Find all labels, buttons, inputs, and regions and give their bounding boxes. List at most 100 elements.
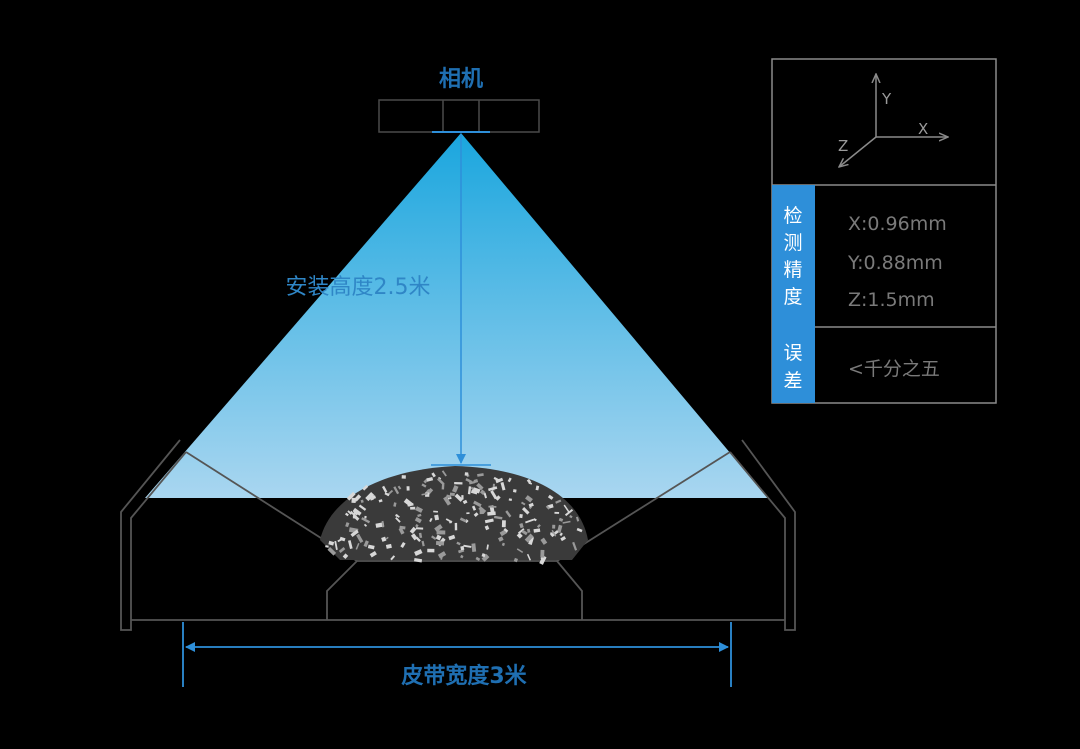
pile-speck: [440, 553, 444, 560]
pile-speck: [426, 477, 434, 482]
pile-speck: [488, 486, 498, 492]
pile-speck: [498, 536, 504, 542]
pile-speck: [484, 525, 490, 531]
pile-speck: [533, 528, 541, 533]
pile-speck: [519, 513, 523, 519]
pile-speck: [395, 514, 400, 518]
precision-header-cell: [772, 185, 815, 327]
pile-speck: [406, 486, 410, 491]
pile-speck: [364, 515, 367, 519]
pile-speck: [415, 524, 419, 528]
pile-speck: [460, 554, 464, 559]
pile-speck: [459, 517, 467, 523]
precision-x-value: X:0.96mm: [848, 213, 947, 235]
pile-speck: [528, 536, 533, 541]
pile-speck: [381, 536, 387, 542]
error-header-cell: [772, 327, 815, 403]
pile-speck: [449, 492, 455, 497]
xyz-axes-icon: [839, 74, 948, 167]
pile-speck: [360, 499, 364, 503]
pile-speck: [471, 505, 477, 511]
pile-speck: [540, 537, 548, 545]
pile-speck: [525, 495, 533, 503]
pile-speck: [540, 549, 545, 558]
axis-y-label: Y: [881, 90, 892, 108]
pile-speck: [452, 485, 459, 493]
pile-speck: [508, 498, 513, 501]
axis-z-label: Z: [838, 137, 848, 155]
pile-speck: [352, 514, 360, 521]
pile-speck: [473, 512, 479, 517]
pile-speck: [425, 489, 430, 494]
pile-speck: [454, 482, 463, 485]
pile-speck: [421, 492, 428, 496]
pile-speck: [431, 535, 437, 540]
pile-speck: [516, 532, 523, 539]
pile-speck: [397, 485, 402, 490]
pile-speck: [378, 499, 383, 503]
pile-speck: [555, 499, 562, 504]
pile-speck: [346, 491, 356, 501]
pile-speck: [435, 541, 445, 546]
precision-char-4: 度: [783, 286, 802, 308]
pile-speck: [382, 485, 388, 493]
pile-speck: [563, 504, 570, 513]
error-value: <千分之五: [848, 358, 940, 380]
pile-speck: [367, 544, 375, 550]
pile-speck: [572, 541, 578, 551]
pile-speck: [507, 477, 512, 483]
pile-speck: [513, 557, 519, 563]
pile-speck: [552, 524, 556, 529]
pile-speck: [415, 506, 423, 513]
pile-speck: [347, 510, 353, 515]
pile-speck: [362, 484, 369, 491]
pile-speck: [472, 487, 481, 494]
pile-speck: [350, 529, 359, 538]
pile-speck: [325, 545, 329, 548]
pile-speck: [473, 479, 479, 484]
camera-label: 相机: [439, 67, 483, 92]
pile-speck: [493, 515, 503, 520]
pile-speck: [381, 520, 385, 528]
pile-speck: [427, 548, 435, 553]
pile-speck: [433, 510, 438, 513]
pile-speck: [501, 542, 506, 547]
pile-speck: [521, 529, 528, 536]
pile-speck: [418, 532, 423, 539]
belt-width-label: 皮带宽度3米: [401, 663, 527, 689]
pile-speck: [525, 518, 534, 524]
pile-speck: [547, 494, 554, 500]
pile-speck: [435, 534, 442, 541]
pile-speck: [421, 483, 427, 488]
pile-speck: [400, 541, 406, 548]
pile-speck: [484, 518, 494, 524]
pile-speck: [365, 491, 375, 502]
pile-speck: [473, 500, 482, 508]
pile-speck: [334, 540, 338, 550]
pile-speck: [466, 512, 470, 515]
pile-speck: [456, 541, 461, 546]
pile-speck: [347, 540, 353, 550]
precision-char-3: 精: [783, 259, 802, 281]
pile-speck: [483, 492, 488, 499]
pile-speck: [562, 520, 571, 524]
pile-speck: [415, 527, 424, 530]
pile-speck: [441, 483, 445, 490]
pile-speck: [434, 524, 443, 532]
pile-speck: [560, 536, 566, 542]
pile-speck: [500, 481, 506, 491]
pile-speck: [575, 516, 580, 522]
pile-speck: [448, 534, 456, 541]
pile-speck: [495, 495, 501, 501]
pile-speck: [462, 499, 468, 505]
pile-speck: [526, 553, 532, 561]
pile-speck: [352, 509, 359, 516]
pile-speck: [519, 522, 524, 529]
pile-speck: [355, 542, 360, 550]
precision-char-2: 测: [783, 232, 802, 254]
pile-speck: [417, 513, 422, 518]
pile-speck: [522, 507, 530, 515]
pile-speck: [505, 510, 512, 518]
pile-speck: [470, 486, 474, 490]
